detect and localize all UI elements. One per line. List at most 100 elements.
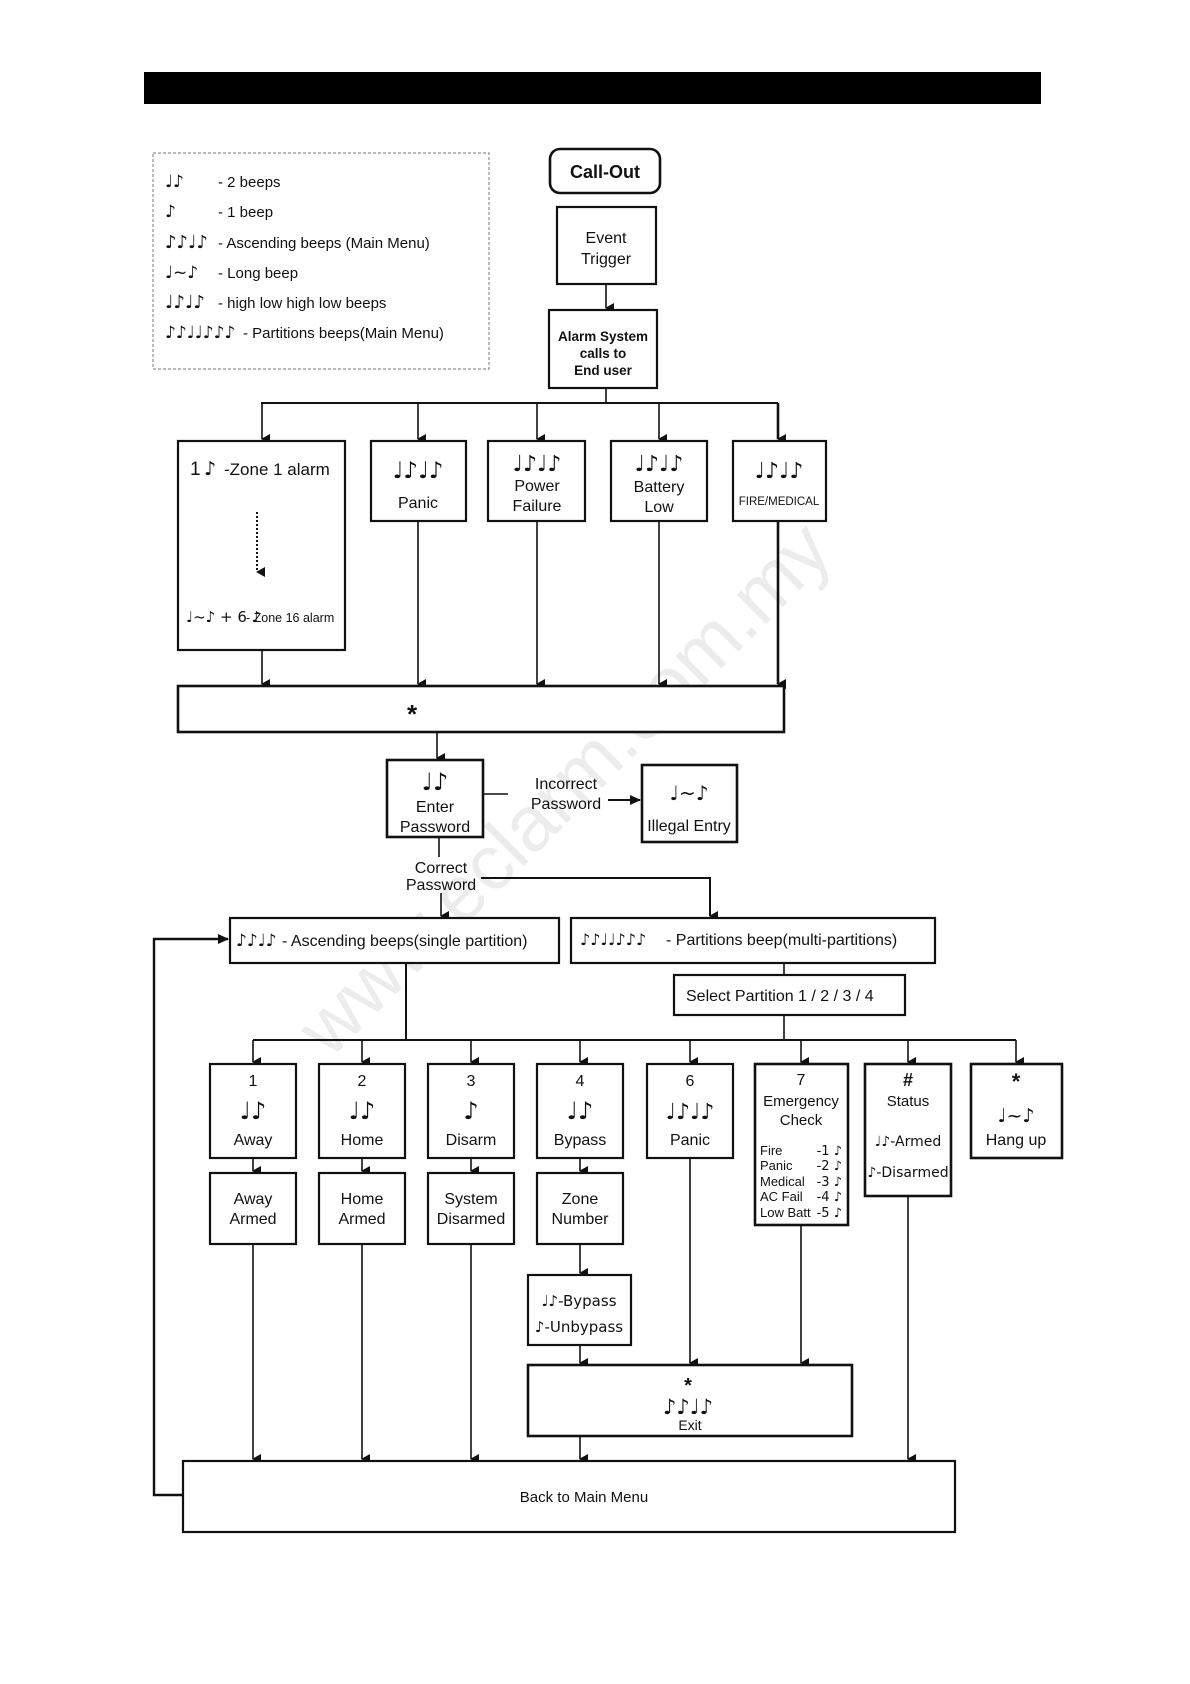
emergency-code-low-batt: -5 ♪ bbox=[817, 1206, 842, 1221]
event-trigger-line-2: Trigger bbox=[581, 251, 632, 268]
menu-branch-connectors bbox=[252, 963, 1024, 1067]
menu-key-3: 3 bbox=[467, 1073, 476, 1090]
emergency-row-panic: Panic bbox=[760, 1158, 793, 1173]
hang-up-notes-icon: ♩~♪ bbox=[997, 1105, 1034, 1127]
bypass-option-label: ♩♪-Bypass bbox=[541, 1292, 616, 1310]
menu-item-hang-up: * ♩~♪ Hang up bbox=[969, 1062, 1064, 1160]
legend-label-partitions: - Partitions beeps(Main Menu) bbox=[243, 325, 444, 342]
panic-notes-icon: ♩♪♩♪ bbox=[392, 458, 443, 484]
enter-password-line-2: Password bbox=[400, 819, 470, 836]
star-key-node: * bbox=[176, 684, 786, 734]
correct-password-line-2: Password bbox=[406, 877, 476, 894]
alarm-system-line-3: End user bbox=[574, 363, 633, 378]
star-key-symbol: * bbox=[407, 699, 418, 729]
battery-label-line-1: Battery bbox=[634, 479, 685, 496]
legend-box: ♩♪ - 2 beeps ♪ - 1 beep ♪♪♩♪ - Ascending… bbox=[152, 152, 490, 370]
exit-notes-icon: ♪♪♩♪ bbox=[663, 1395, 713, 1419]
incorrect-password-line-2: Password bbox=[531, 796, 601, 813]
menu-item-panic: 6 ♩♪♩♪ Panic bbox=[645, 1062, 735, 1160]
multi-partition-node: ♪♪♩♩♪♪♪ - Partitions beep(multi-partitio… bbox=[569, 916, 937, 965]
exit-label: Exit bbox=[678, 1417, 701, 1433]
select-partition-label: Select Partition 1 / 2 / 3 / 4 bbox=[686, 988, 874, 1005]
callout-label: Call-Out bbox=[570, 162, 640, 182]
emergency-row-low-batt: Low Batt bbox=[760, 1205, 811, 1220]
enter-password-notes-icon: ♩♪ bbox=[422, 768, 449, 796]
legend-symbol-ascending: ♪♪♩♪ bbox=[165, 232, 208, 253]
legend-symbol-2-beeps: ♩♪ bbox=[165, 172, 184, 192]
menu-key-7: 7 bbox=[797, 1072, 806, 1089]
illegal-entry-node: ♩~♪ Illegal Entry bbox=[640, 763, 739, 844]
legend-symbol-high-low: ♩♪♩♪ bbox=[165, 292, 205, 313]
fire-medical-node: ♩♪♩♪ FIRE/MEDICAL bbox=[731, 439, 828, 523]
battery-notes-icon: ♩♪♩♪ bbox=[635, 452, 684, 477]
power-failure-node: ♩♪♩♪ Power Failure bbox=[486, 439, 587, 523]
enter-password-line-1: Enter bbox=[416, 799, 455, 816]
panic-label: Panic bbox=[398, 495, 438, 512]
bypass-label: Bypass bbox=[554, 1132, 606, 1149]
home-label: Home bbox=[341, 1132, 384, 1149]
system-disarmed-node: System Disarmed bbox=[426, 1171, 516, 1246]
power-notes-icon: ♩♪♩♪ bbox=[513, 452, 562, 477]
unbypass-option-label: ♪-Unbypass bbox=[535, 1318, 623, 1336]
event-branch-connectors bbox=[261, 388, 786, 444]
system-disarmed-line-1: System bbox=[444, 1191, 497, 1208]
home-armed-line-1: Home bbox=[341, 1191, 384, 1208]
home-armed-line-2: Armed bbox=[338, 1211, 385, 1228]
zone-top-label: -Zone 1 alarm bbox=[224, 460, 330, 479]
alarm-system-node: Alarm System calls to End user bbox=[547, 308, 659, 390]
loop-back-arrow bbox=[152, 934, 229, 1497]
bypass-notes-icon: ♩♪ bbox=[567, 1097, 594, 1125]
disarm-notes-icon: ♪ bbox=[463, 1097, 478, 1125]
multi-partition-label: - Partitions beep(multi-partitions) bbox=[666, 932, 897, 949]
zone-number-line-2: Number bbox=[552, 1211, 610, 1228]
emergency-code-ac-fail: -4 ♪ bbox=[817, 1190, 842, 1205]
menu-item-disarm: 3 ♪ Disarm bbox=[426, 1062, 516, 1160]
event-trigger-line-1: Event bbox=[586, 230, 627, 247]
fire-medical-label: FIRE/MEDICAL bbox=[739, 496, 820, 508]
enter-password-node: ♩♪ Enter Password bbox=[385, 758, 485, 839]
alarm-system-line-1: Alarm System bbox=[558, 329, 648, 344]
away-notes-icon: ♩♪ bbox=[240, 1097, 267, 1125]
menu-key-4: 4 bbox=[576, 1073, 585, 1090]
menu-key-star: * bbox=[1012, 1069, 1021, 1094]
legend-symbol-long-beep: ♩~♪ bbox=[165, 263, 198, 283]
legend-label-long-beep: - Long beep bbox=[218, 265, 298, 282]
single-partition-label: - Ascending beeps(single partition) bbox=[282, 933, 527, 950]
menu-item-status: # Status ♩♪-Armed ♪-Disarmed bbox=[863, 1062, 953, 1198]
alarm-system-line-2: calls to bbox=[580, 346, 627, 361]
illegal-entry-notes-icon: ♩~♪ bbox=[670, 781, 709, 805]
menu-key-2: 2 bbox=[358, 1073, 367, 1090]
legend-symbol-1-beep: ♪ bbox=[165, 202, 176, 222]
zone-top-note-icon: ♪ bbox=[204, 458, 216, 480]
menu-key-hash: # bbox=[903, 1070, 913, 1090]
legend-symbol-partitions: ♪♪♩♩♪♪♪ bbox=[165, 323, 235, 343]
zone-number-node: Zone Number bbox=[535, 1171, 625, 1246]
bypass-unbypass-node: ♩♪-Bypass ♪-Unbypass bbox=[526, 1273, 633, 1347]
back-to-main-menu-node: Back to Main Menu bbox=[181, 1459, 957, 1534]
legend-label-high-low: - high low high low beeps bbox=[218, 295, 386, 312]
legend-label-2-beeps: - 2 beeps bbox=[218, 174, 281, 191]
menu-item-bypass: 4 ♩♪ Bypass bbox=[535, 1062, 625, 1160]
zone-bottom-label: - Zone 16 alarm bbox=[246, 611, 334, 625]
status-disarmed-label: ♪-Disarmed bbox=[867, 1165, 948, 1181]
menu-panic-label: Panic bbox=[670, 1132, 710, 1149]
exit-node: * ♪♪♩♪ Exit bbox=[526, 1363, 854, 1438]
menu-key-1: 1 bbox=[249, 1073, 258, 1090]
legend-label-ascending: - Ascending beeps (Main Menu) bbox=[218, 235, 430, 252]
status-label: Status bbox=[887, 1093, 930, 1110]
arrow-to-multi bbox=[481, 877, 718, 921]
single-partition-node: ♪♪♩♪ - Ascending beeps(single partition) bbox=[228, 916, 561, 965]
emergency-title-line-1: Emergency bbox=[763, 1093, 839, 1110]
menu-item-away: 1 ♩♪ Away bbox=[208, 1062, 298, 1160]
header-bar bbox=[144, 72, 1041, 104]
home-armed-node: Home Armed bbox=[317, 1171, 407, 1246]
menu-key-6: 6 bbox=[686, 1073, 695, 1090]
zone-top-prefix: 1 bbox=[190, 459, 201, 480]
disarm-label: Disarm bbox=[446, 1132, 497, 1149]
select-partition-node: Select Partition 1 / 2 / 3 / 4 bbox=[672, 973, 907, 1017]
correct-password-line-1: Correct bbox=[415, 860, 468, 877]
zone-bottom-note-icon: ♩~♪ + 6 ♪ bbox=[186, 608, 261, 626]
away-armed-line-2: Armed bbox=[229, 1211, 276, 1228]
menu-panic-notes-icon: ♩♪♩♪ bbox=[666, 1100, 715, 1125]
